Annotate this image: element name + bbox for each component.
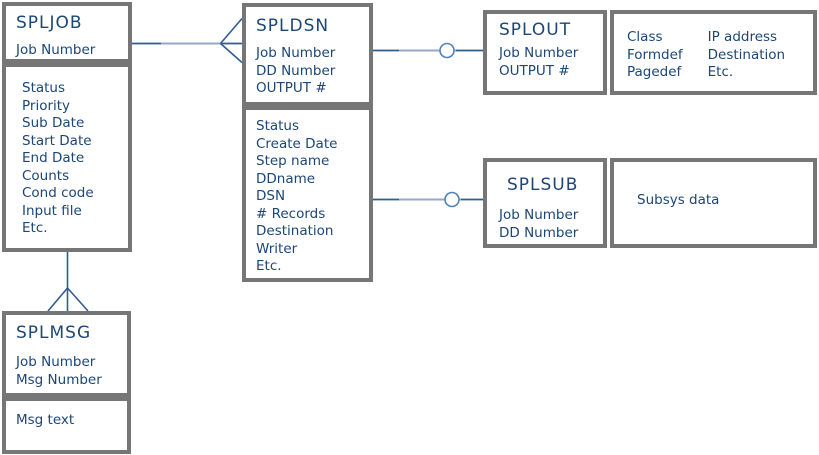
relationship-spldsn-splsub [373,191,483,208]
attribute-row: DDname [256,170,316,187]
attribute-row: Cond code [22,185,94,201]
attribute-row: Destination [256,223,334,239]
attribute-row: Input file [22,202,82,219]
attribute-row: Etc. [22,220,48,236]
key-field: DD Number [256,62,336,79]
entity-spldsn-header: SPLDSN Job Number DD Number OUTPUT # [242,3,373,106]
optional-circle-marker-icon [439,42,455,59]
entity-spldsn-attributes: Status Create Date Step name DDname DSN … [242,106,373,282]
attribute-row: IP address [707,29,778,45]
attribute-row: Priority [22,97,71,114]
entity-splout-header: SPLOUT Job Number OUTPUT # [483,10,607,95]
entity-title-splout: SPLOUT [499,20,572,40]
attribute-row: Destination [707,46,786,63]
entity-spljob-header: SPLJOB Job Number [2,2,132,63]
entity-title-splmsg: SPLMSG [16,323,92,343]
attribute-row: Status [22,80,66,96]
attribute-row: Writer [256,240,298,257]
attribute-row: Create Date [256,135,338,152]
key-field: DD Number [499,224,579,241]
key-field: Job Number [499,207,579,223]
attribute-row: Subsys data [637,192,720,208]
attribute-row: # Records [256,205,326,222]
entity-spljob-attributes: Status Priority Sub Date Start Date End … [2,63,132,252]
relationship-spljob-splmsg [47,252,89,312]
entity-splout-attributes: Class Formdef Pagedef IP address Destina… [610,10,817,95]
attribute-row: Status [256,118,300,134]
relationship-spljob-spldsn [132,17,243,64]
key-field: OUTPUT # [256,80,327,96]
entity-splmsg-header: SPLMSG Job Number Msg Number [2,311,131,397]
many-crowfoot-marker-icon [219,17,243,64]
attribute-row: Etc. [707,64,734,80]
attribute-column-2: IP address Destination Etc. [708,29,785,91]
attribute-row: Formdef [627,46,683,63]
attribute-row: Pagedef [627,64,682,80]
attribute-row: Etc. [256,258,282,274]
many-crowfoot-marker-icon [47,287,89,312]
attribute-row: Class [627,29,663,45]
column-gap [683,29,708,91]
attribute-row: End Date [22,150,85,166]
entity-title-spljob: SPLJOB [16,13,83,33]
entity-title-splsub: SPLSUB [507,175,579,195]
key-field: Job Number [499,45,579,61]
attribute-column-1: Class Formdef Pagedef [627,29,683,91]
key-field: Msg Number [16,371,102,388]
relationship-spldsn-splout [373,42,483,59]
attribute-row: Msg text [16,412,75,428]
optional-circle-marker-icon [444,191,460,208]
attribute-row: Counts [22,167,70,184]
attribute-row: Sub Date [22,115,85,131]
key-field: Job Number [16,42,96,58]
attribute-row: Start Date [22,132,92,149]
key-field: OUTPUT # [499,62,570,79]
entity-title-spldsn: SPLDSN [256,16,330,36]
key-field: Job Number [16,354,96,370]
attribute-row: Step name [256,153,330,169]
entity-splsub-header: SPLSUB Job Number DD Number [483,158,607,248]
entity-splmsg-attributes: Msg text [2,397,131,454]
key-field: Job Number [256,45,336,61]
attribute-row: DSN [256,188,286,204]
entity-splsub-attributes: Subsys data [610,158,817,248]
